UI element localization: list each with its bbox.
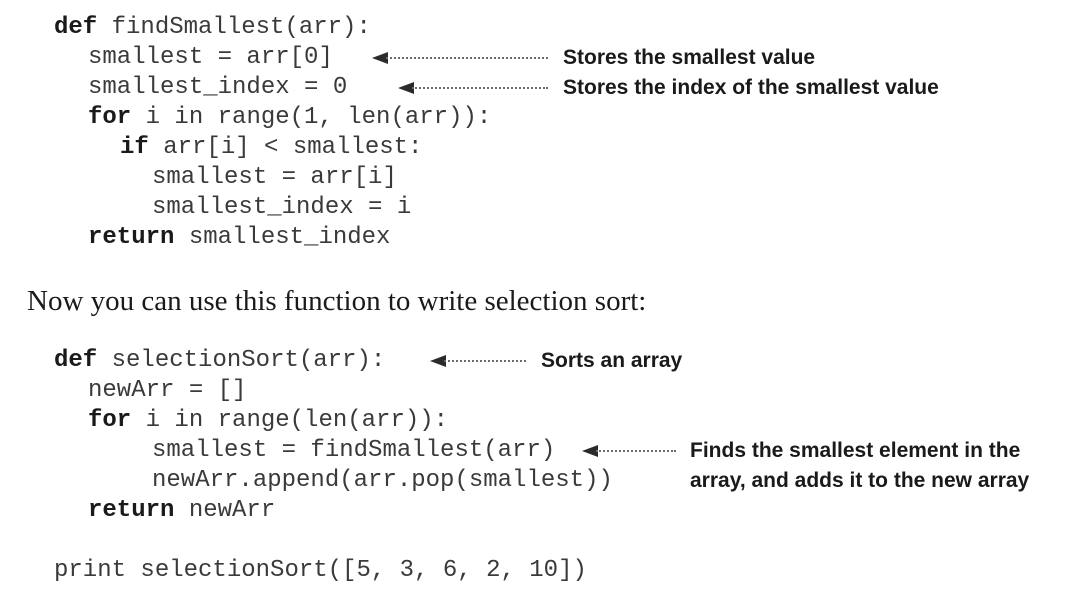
code-text: i in range(1, len(arr)):: [131, 104, 492, 131]
annotation-smallest-index: Stores the index of the smallest value: [563, 76, 939, 99]
annotation-arrow-icon: [582, 445, 676, 457]
annotation-arrow-icon: [430, 355, 526, 367]
annotation-smallest-value: Stores the smallest value: [563, 46, 816, 69]
code-line: def selectionSort(arr):: [54, 346, 385, 376]
body-text: Now you can use this function to write s…: [27, 285, 647, 317]
keyword-for: for: [88, 104, 132, 131]
annotation-arrow-icon: [372, 52, 548, 64]
function-signature: findSmallest(arr):: [97, 14, 371, 41]
code-line: for i in range(1, len(arr)):: [88, 103, 491, 133]
annotation-sorts-array: Sorts an array: [541, 349, 683, 372]
code-text: smallest_index: [174, 224, 391, 251]
code-line: smallest = arr[i]: [152, 164, 397, 191]
code-line: if arr[i] < smallest:: [120, 133, 422, 163]
code-line: smallest_index = 0: [88, 74, 348, 101]
code-line: for i in range(len(arr)):: [88, 406, 448, 436]
keyword-return: return: [88, 224, 175, 251]
code-text: i in range(len(arr)):: [131, 407, 449, 434]
code-line-print: print selectionSort([5, 3, 6, 2, 10]): [54, 557, 587, 584]
annotation-arrow-icon: [398, 82, 548, 94]
code-line: smallest = findSmallest(arr): [152, 437, 556, 464]
code-line: def findSmallest(arr):: [54, 13, 371, 43]
annotation-finds-smallest-line1: Finds the smallest element in the: [690, 439, 1021, 462]
code-text: newArr: [174, 497, 276, 524]
keyword-def: def: [54, 14, 98, 41]
code-line: smallest = arr[0]: [88, 44, 333, 71]
keyword-for: for: [88, 407, 132, 434]
keyword-return: return: [88, 497, 175, 524]
code-line: newArr = []: [88, 377, 247, 404]
keyword-if: if: [120, 134, 149, 161]
code-line: return smallest_index: [88, 223, 390, 253]
keyword-def: def: [54, 347, 98, 374]
function-signature: selectionSort(arr):: [97, 347, 386, 374]
code-line: smallest_index = i: [152, 194, 412, 221]
annotation-finds-smallest-line2: array, and adds it to the new array: [690, 469, 1030, 492]
code-line: return newArr: [88, 496, 275, 526]
code-line: newArr.append(arr.pop(smallest)): [152, 467, 613, 494]
code-text: arr[i] < smallest:: [148, 134, 423, 161]
